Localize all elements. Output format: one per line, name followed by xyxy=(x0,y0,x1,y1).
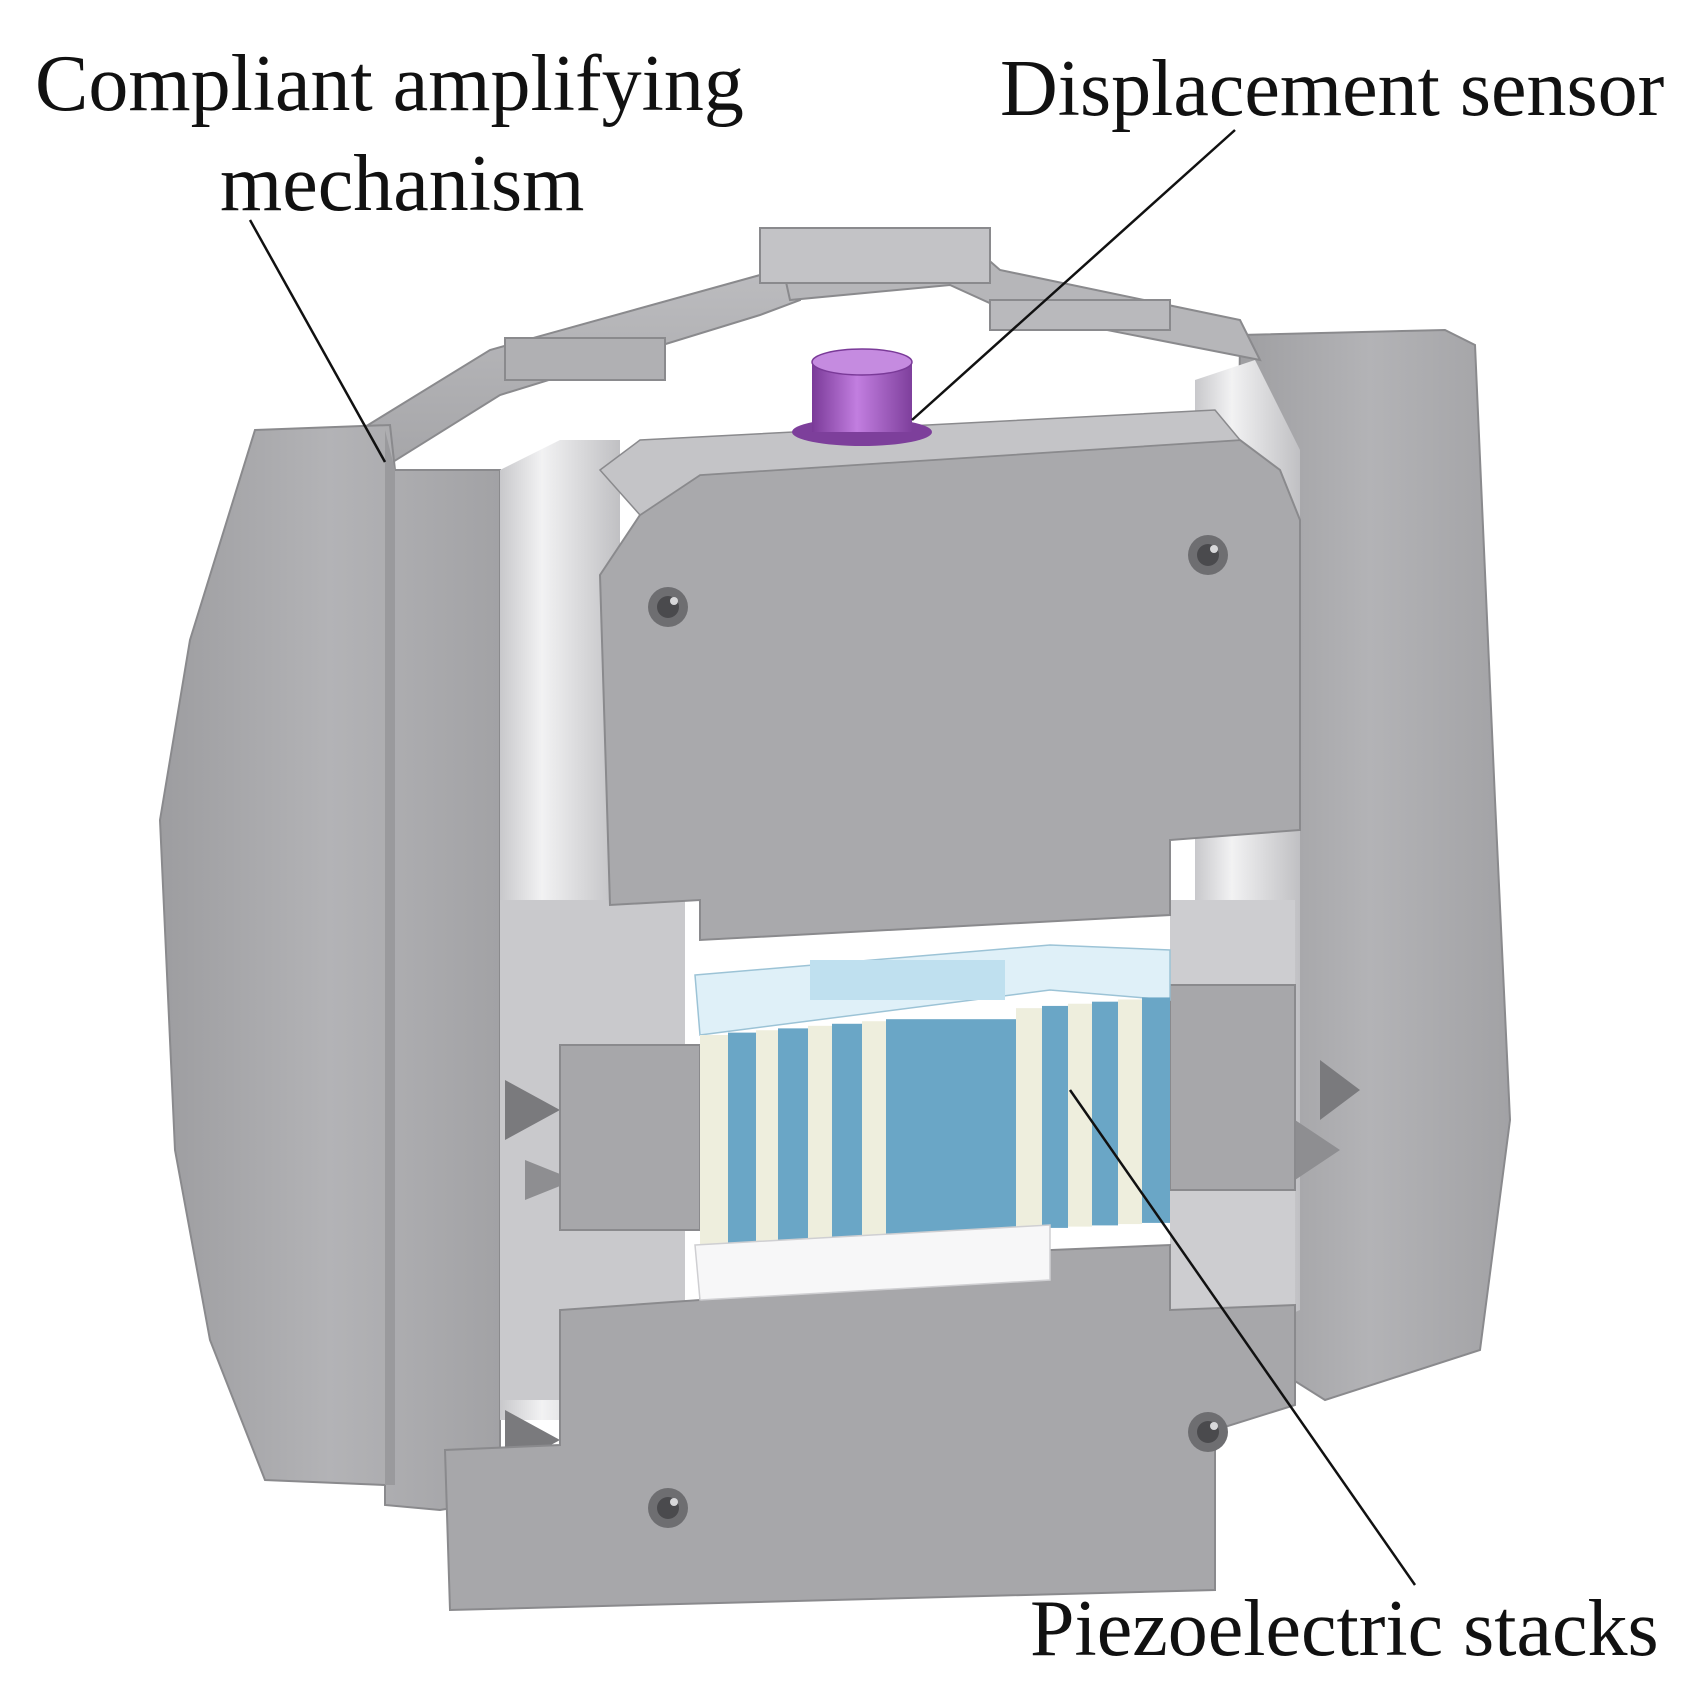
leader-line-mechanism xyxy=(248,219,387,463)
piezo-stack-bottom-plate xyxy=(694,1224,1051,1301)
piezo-layer-1 xyxy=(700,1035,728,1245)
flexure-hinge-right-2 xyxy=(1295,1120,1340,1180)
top-link-step-left xyxy=(504,337,666,381)
upper-plate-top-face xyxy=(598,409,1242,516)
piezo-layer-7 xyxy=(862,1021,886,1237)
left-frame xyxy=(158,423,501,1512)
piezo-layer-14 xyxy=(1142,997,1170,1223)
piezo-layer-3 xyxy=(756,1030,778,1243)
left-stack-block xyxy=(559,1044,701,1231)
piezo-layer-10 xyxy=(1042,1005,1068,1228)
top-link-step-right xyxy=(989,299,1171,331)
displacement-sensor xyxy=(792,348,932,446)
flexure-hinge-right-1 xyxy=(1320,1060,1360,1120)
piezo-layer-13 xyxy=(1118,999,1142,1225)
piezoelectric-stacks xyxy=(694,944,1171,1301)
screw-hole-top-right xyxy=(1188,535,1228,575)
piezo-layer-5 xyxy=(808,1025,832,1240)
label-piezoelectric-stacks: Piezoelectric stacks xyxy=(1030,1585,1659,1673)
flexure-hinge-left-3 xyxy=(525,1160,575,1200)
leader-line-sensor xyxy=(911,129,1236,421)
piezo-layer-2 xyxy=(728,1032,756,1244)
piezo-stack-top-center xyxy=(810,960,1005,1000)
piezo-layer-12 xyxy=(1092,1001,1118,1226)
label-mechanism-line1: Compliant amplifying xyxy=(35,40,744,128)
leader-lines xyxy=(248,129,1417,1586)
top-link-block xyxy=(759,227,991,284)
piezo-layer-6 xyxy=(832,1023,862,1239)
mechanism-body xyxy=(158,227,1512,1612)
label-displacement-sensor: Displacement sensor xyxy=(1000,45,1664,133)
left-frame-bevel xyxy=(385,430,395,1485)
piezo-layer-4 xyxy=(778,1028,808,1242)
screw-hole-top-left xyxy=(648,587,688,627)
flexure-hinge-left-1 xyxy=(505,1080,560,1140)
screw-hole-bottom-left xyxy=(648,1488,688,1528)
right-stack-block xyxy=(1169,984,1296,1191)
label-mechanism-line2: mechanism xyxy=(220,140,584,228)
piezo-layer-9 xyxy=(1016,1008,1042,1230)
screw-hole-bottom-right xyxy=(1188,1412,1228,1452)
piezo-layer-8 xyxy=(886,1019,1016,1236)
piezo-stack-slabs xyxy=(700,997,1170,1245)
leader-line-piezo xyxy=(1068,1089,1417,1586)
